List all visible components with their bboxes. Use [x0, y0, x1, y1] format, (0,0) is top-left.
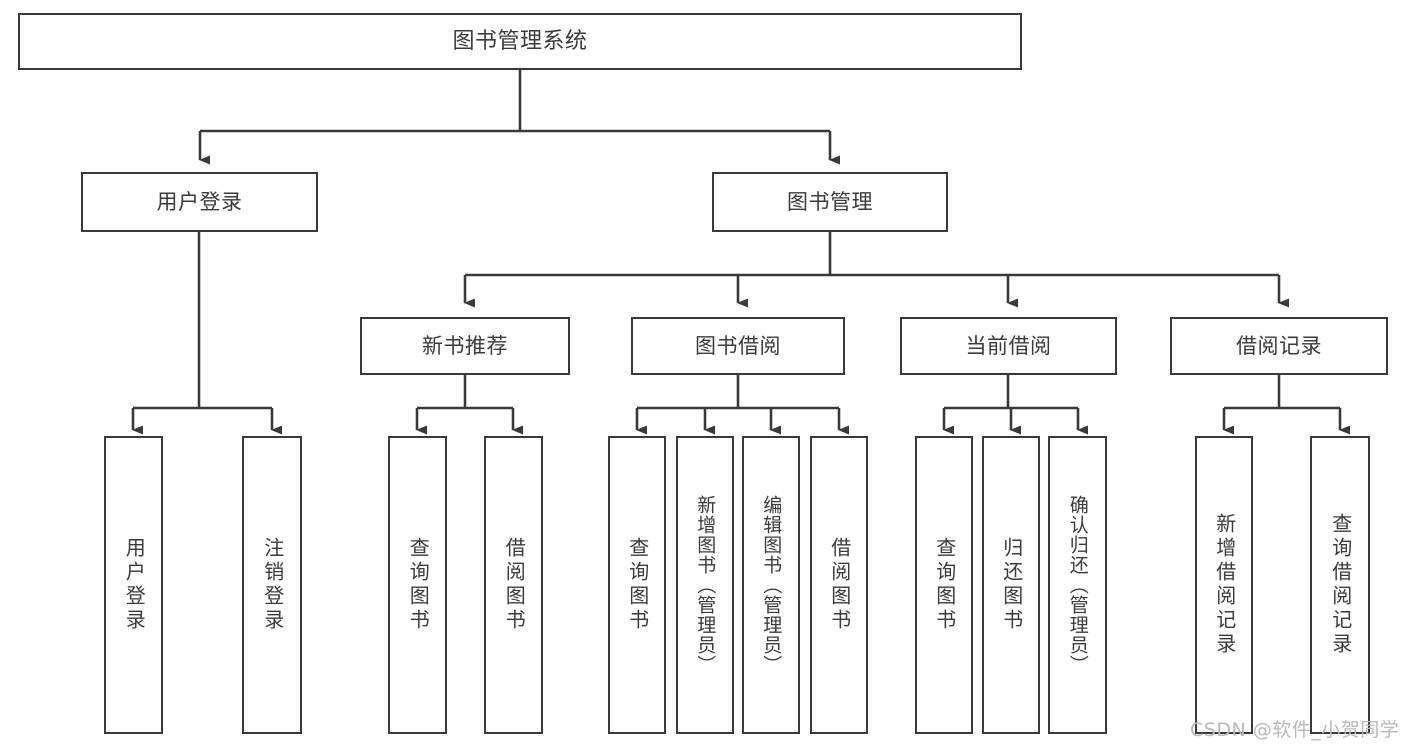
- node-label: 当前借阅: [965, 333, 1052, 358]
- leaf-logout[interactable]: 注销登录: [242, 436, 302, 734]
- leaf-query-book-recommend[interactable]: 查询图书: [388, 436, 447, 734]
- leaf-borrow-book[interactable]: 借阅图书: [810, 436, 868, 734]
- node-label: 归还图书: [999, 537, 1024, 633]
- csdn-watermark: CSDN @软件_小贺同学: [1190, 719, 1400, 741]
- node-label: 新增图书（管理员）: [694, 495, 717, 675]
- leaf-edit-book-admin[interactable]: 编辑图书（管理员）: [742, 436, 800, 734]
- leaf-user-login[interactable]: 用户登录: [104, 436, 163, 734]
- node-label: 图书管理: [787, 189, 873, 214]
- node-root-system[interactable]: 图书管理系统: [18, 13, 1022, 70]
- node-label: 用户登录: [122, 537, 147, 633]
- node-borrow-record[interactable]: 借阅记录: [1170, 317, 1388, 375]
- node-label: 确认归还（管理员）: [1066, 495, 1089, 675]
- leaf-query-book-current[interactable]: 查询图书: [915, 436, 973, 734]
- node-label: 借阅图书: [827, 537, 852, 633]
- leaf-confirm-return-admin[interactable]: 确认归还（管理员）: [1048, 436, 1107, 734]
- node-label: 查询图书: [932, 537, 957, 633]
- node-label: 借阅记录: [1236, 333, 1322, 358]
- node-book-borrow[interactable]: 图书借阅: [631, 317, 845, 375]
- node-label: 编辑图书（管理员）: [760, 495, 783, 675]
- node-label: 查询借阅记录: [1328, 513, 1353, 657]
- node-label: 新增借阅记录: [1212, 513, 1237, 657]
- node-label: 借阅图书: [502, 537, 527, 633]
- node-label: 用户登录: [156, 189, 243, 214]
- node-new-book-recommend[interactable]: 新书推荐: [360, 317, 570, 375]
- node-book-management[interactable]: 图书管理: [712, 172, 948, 232]
- node-label: 新书推荐: [422, 333, 508, 358]
- leaf-add-borrow-record[interactable]: 新增借阅记录: [1195, 436, 1253, 734]
- leaf-add-book-admin[interactable]: 新增图书（管理员）: [676, 436, 734, 734]
- leaf-return-book[interactable]: 归还图书: [982, 436, 1040, 734]
- leaf-borrow-book-recommend[interactable]: 借阅图书: [484, 436, 543, 734]
- leaf-query-book-borrow[interactable]: 查询图书: [608, 436, 666, 734]
- node-label: 图书借阅: [695, 333, 781, 358]
- node-label: 注销登录: [260, 537, 285, 633]
- node-label: 查询图书: [406, 537, 431, 633]
- node-user-login[interactable]: 用户登录: [81, 172, 318, 232]
- node-label: 查询图书: [625, 537, 650, 633]
- leaf-query-borrow-record[interactable]: 查询借阅记录: [1310, 436, 1370, 734]
- node-current-borrow[interactable]: 当前借阅: [900, 317, 1117, 375]
- node-label: 图书管理系统: [452, 28, 588, 54]
